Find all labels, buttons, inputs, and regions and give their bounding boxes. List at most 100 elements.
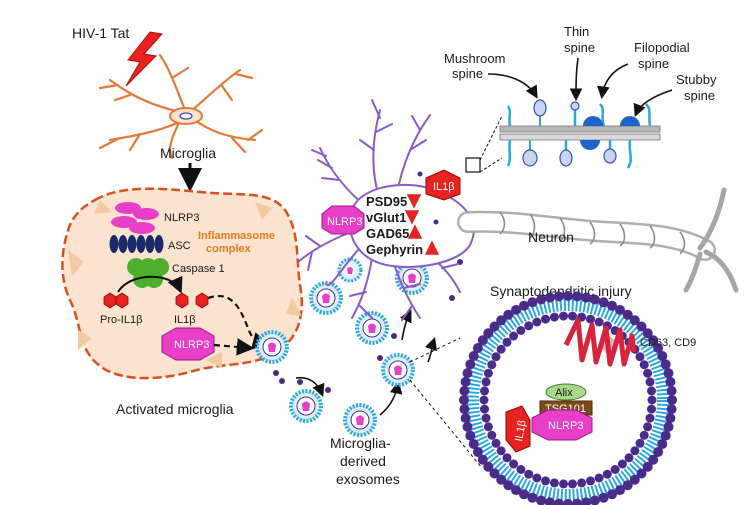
lipid-head [491, 438, 501, 448]
small-exosome [309, 281, 343, 315]
neuron: IL1β NLRP3 PSD95 vGlut1 GAD65 Gephyrin N… [297, 99, 739, 321]
lipid-head [629, 315, 640, 326]
lipid-head [544, 497, 555, 505]
lipid-head [594, 473, 604, 483]
lipid-head [610, 465, 620, 474]
large-exosome: CD63, CD9 Alix TSG101 IL1β NLRP3 [459, 291, 696, 505]
lipid-head [642, 461, 653, 472]
lipid-head [643, 422, 653, 432]
lipid-head [630, 446, 640, 456]
lipid-head [489, 321, 500, 332]
lipid-head [615, 304, 625, 315]
lipid-head [657, 439, 668, 449]
il1b-label: IL1β [174, 314, 196, 326]
lipid-head [481, 413, 491, 423]
lipid-head [541, 314, 550, 324]
pro-il1b-shapes [103, 292, 129, 309]
asc-label: ASC [168, 240, 191, 252]
lipid-head [647, 386, 656, 396]
lipid-head [647, 404, 656, 414]
lipid-head [648, 335, 659, 346]
exosomes-label-1: Microglia- [330, 435, 391, 451]
nlrp3-label: NLRP3 [164, 212, 199, 224]
activated-microglia-cell: NLRP3 Inflammasome complex ASC Caspase 1 [61, 187, 304, 417]
gephyrin-label: Gephyrin [366, 242, 423, 257]
lipid-head [586, 476, 595, 486]
lipid-head [549, 478, 559, 488]
lipid-head [553, 498, 564, 505]
lipid-head [660, 359, 671, 370]
lipid-head [665, 376, 676, 387]
lipid-head [594, 317, 604, 327]
il1b-exosome-icon [505, 405, 531, 453]
stimulus-group: HIV-1 Tat [72, 25, 163, 87]
lipid-head [483, 328, 494, 339]
lipid-head [491, 352, 501, 362]
lipid-head [559, 311, 568, 321]
nlrp3-exosome-icon [531, 409, 593, 441]
cleavage-arrow [117, 275, 183, 294]
stubby-spine-label-2: spine [684, 88, 715, 103]
lipid-head [487, 430, 497, 440]
lipid-head [622, 309, 633, 320]
small-exosome [343, 403, 377, 437]
filopodial-spine-label-2: spine [638, 56, 669, 71]
lipid-head [483, 368, 493, 378]
thin-spine-label-2: spine [564, 40, 595, 55]
lipid-head [615, 485, 625, 496]
lipid-head [481, 377, 491, 387]
lipid-head [511, 304, 521, 315]
il1b-exosome-label: IL1β [513, 419, 529, 442]
lipid-head [477, 335, 488, 346]
activated-microglia-label: Activated microglia [116, 401, 234, 417]
lipid-head [465, 359, 476, 370]
lipid-head [645, 377, 655, 387]
neuron-label: Neuron [528, 229, 574, 245]
alix-label: Alix [555, 387, 573, 399]
microglia-label: Microglia [160, 145, 216, 161]
small-exosome [381, 353, 415, 387]
lipid-head [460, 413, 471, 424]
lipid-head [532, 473, 542, 483]
lipid-head [607, 300, 617, 311]
resting-microglia: Microglia [98, 53, 264, 161]
thin-spine-label-1: Thin [564, 24, 589, 39]
il1b-neuron-label: IL1β [433, 181, 455, 193]
lipid-head [563, 291, 573, 301]
lipid-head [511, 485, 521, 496]
lipid-head [460, 376, 471, 387]
exosomes-label-3: exosomes [336, 471, 400, 487]
lipid-head [509, 459, 519, 469]
psd95-label: PSD95 [366, 194, 407, 209]
lipid-head [667, 395, 677, 405]
lipid-head [598, 492, 609, 503]
small-exosome [355, 311, 389, 345]
lipid-head [483, 422, 493, 432]
lipid-head [496, 474, 507, 485]
lipid-head [462, 421, 473, 432]
lipid-head [559, 479, 568, 489]
lipid-head [553, 291, 564, 302]
nlrp3-neuron-icon [321, 205, 365, 235]
lipid-head [602, 469, 612, 479]
filopodial-spine-label-1: Filopodial [634, 40, 690, 55]
lipid-head [536, 294, 547, 305]
lipid-head [472, 343, 483, 353]
lipid-head [581, 292, 592, 303]
lipid-head [636, 321, 647, 332]
lipid-head [516, 326, 526, 335]
asc-cluster [109, 235, 164, 253]
il1b-hexagon [175, 292, 189, 309]
cd63-cd9-tetraspanin [563, 317, 637, 367]
lipid-head [568, 311, 577, 321]
lipid-head [666, 404, 677, 415]
small-exosome [337, 257, 363, 283]
lipid-head [524, 469, 534, 479]
inner-lipid-heads [479, 311, 657, 489]
lipid-head [653, 447, 664, 457]
nlrp3-cluster [111, 202, 159, 234]
lipid-head [483, 461, 494, 472]
zoom-line-bottom [409, 379, 483, 469]
lipid-head [519, 489, 529, 500]
